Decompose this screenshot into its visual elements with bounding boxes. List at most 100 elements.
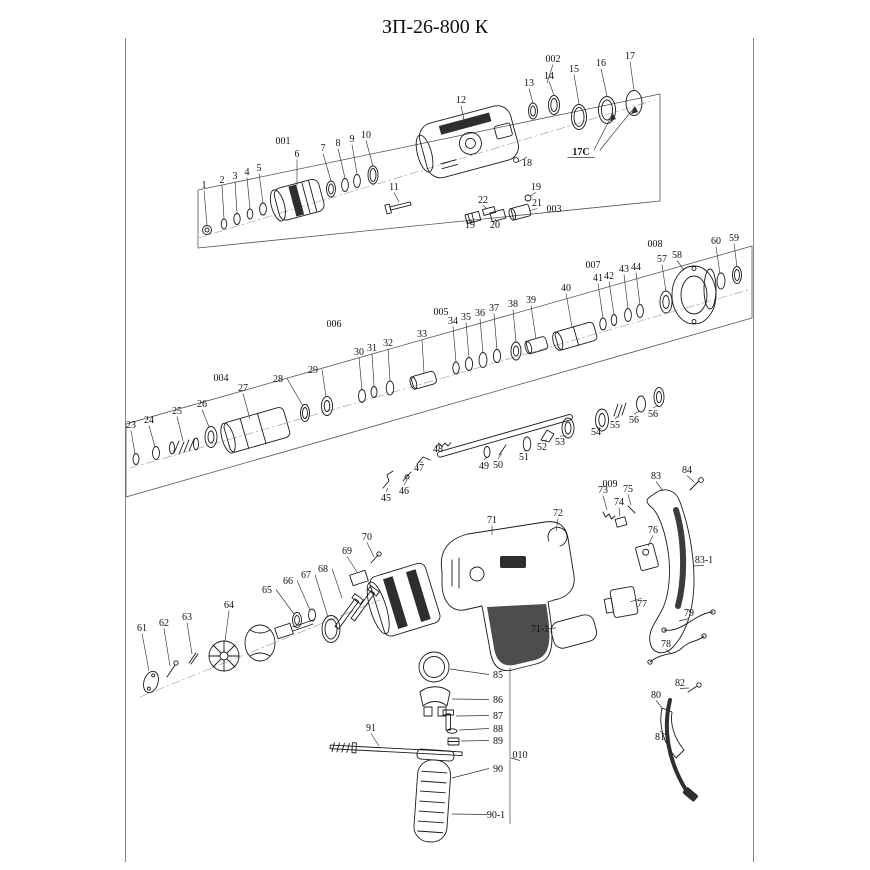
leader-line-19 <box>469 218 473 223</box>
leader-line-12 <box>460 105 465 121</box>
part-label-58: 58 <box>672 250 682 261</box>
part-label-90-1: 90-1 <box>487 810 505 821</box>
part-label-45: 45 <box>381 493 391 504</box>
part-label-64: 64 <box>224 600 234 611</box>
part-label-73: 73 <box>598 485 608 496</box>
leader-line-62 <box>163 628 171 667</box>
leader-line-63 <box>186 622 193 655</box>
leader-line-15 <box>573 74 580 105</box>
leader-line-85 <box>449 668 490 675</box>
part-label-18: 18 <box>522 158 532 169</box>
part-label-37: 37 <box>489 303 499 314</box>
part-label-16: 16 <box>596 58 606 69</box>
leader-line-24 <box>148 425 156 448</box>
leader-line-57 <box>661 264 667 293</box>
leader-line-11 <box>393 192 400 203</box>
part-label-74: 74 <box>614 497 624 508</box>
leader-line-22 <box>482 205 488 210</box>
part-label-57: 57 <box>657 254 667 265</box>
leader-line-82 <box>679 687 690 689</box>
part-label-69: 69 <box>342 546 352 557</box>
leader-line-5 <box>258 173 264 204</box>
leader-line-71-1 <box>548 627 557 629</box>
part-label-9: 9 <box>350 134 355 145</box>
part-label-78: 78 <box>661 639 671 650</box>
part-label-70: 70 <box>362 532 372 543</box>
leader-line-34 <box>452 326 457 363</box>
part-label-47: 47 <box>414 463 424 474</box>
part-label-44: 44 <box>631 262 641 273</box>
leader-line-3 <box>234 181 238 214</box>
part-label-66: 66 <box>283 576 293 587</box>
part-label-91: 91 <box>366 723 376 734</box>
leader-line-84 <box>686 475 695 483</box>
part-label-61: 61 <box>137 623 147 634</box>
leader-line-7 <box>322 153 332 182</box>
part-label-4: 4 <box>245 167 250 178</box>
leader-line-83-1 <box>692 565 705 567</box>
leader-line-50 <box>497 452 503 460</box>
leader-line-40 <box>565 293 573 328</box>
leader-line-76 <box>647 535 654 547</box>
motor-housing-part <box>440 521 598 672</box>
leader-line-19 <box>529 192 537 197</box>
part-label-002: 002 <box>546 54 561 65</box>
leader-line-54 <box>595 425 602 430</box>
part-label-32: 32 <box>383 338 393 349</box>
part-label-90: 90 <box>493 764 503 775</box>
part-label-8: 8 <box>336 138 341 149</box>
part-label-67: 67 <box>301 570 311 581</box>
leader-line-27 <box>242 393 251 420</box>
part-label-28: 28 <box>273 374 283 385</box>
armature-part <box>208 619 314 672</box>
gear-housing-part <box>415 105 519 179</box>
leader-line-9 <box>351 144 358 175</box>
part-label-88: 88 <box>493 724 503 735</box>
part-label-43: 43 <box>619 264 629 275</box>
part-label-1: 1 <box>202 180 207 191</box>
part-label-17C: 17C <box>572 147 589 158</box>
leader-line-14 <box>548 81 555 96</box>
leader-line-20 <box>494 218 498 222</box>
leader-line-86 <box>451 698 490 700</box>
part-label-82: 82 <box>675 678 685 689</box>
part-label-56: 56 <box>629 415 639 426</box>
leader-line-45 <box>385 487 389 493</box>
part-label-46: 46 <box>399 486 409 497</box>
leader-line-23 <box>130 430 136 455</box>
leader-line-38 <box>512 309 517 343</box>
leader-line-70 <box>366 542 375 558</box>
part-label-55: 55 <box>610 420 620 431</box>
leader-line-30 <box>358 357 363 391</box>
part-label-19: 19 <box>465 220 475 231</box>
part-label-54: 54 <box>591 427 601 438</box>
part-label-53: 53 <box>555 437 565 448</box>
leader-line-29 <box>321 369 327 398</box>
leader-line-74 <box>618 507 621 517</box>
part-label-29: 29 <box>308 365 318 376</box>
leader-line-18 <box>517 156 528 163</box>
leader-line-26 <box>201 409 210 428</box>
part-label-41: 41 <box>593 273 603 284</box>
part-label-40: 40 <box>561 283 571 294</box>
leader-line-1 <box>203 190 208 226</box>
leader-line-4 <box>246 177 251 210</box>
leader-line-8 <box>337 148 346 179</box>
part-label-21: 21 <box>532 198 542 209</box>
leader-line-66 <box>296 580 311 611</box>
leader-line-55 <box>614 414 620 420</box>
part-label-6: 6 <box>295 149 300 160</box>
leader-line-73 <box>602 495 608 511</box>
part-label-34: 34 <box>448 316 458 327</box>
part-label-27: 27 <box>238 383 248 394</box>
leader-line-59 <box>733 243 738 268</box>
part-label-50: 50 <box>493 460 503 471</box>
power-cord-part <box>664 698 688 792</box>
part-label-52: 52 <box>537 442 547 453</box>
part-label-24: 24 <box>144 415 154 426</box>
screw-part <box>384 201 412 215</box>
part-label-22: 22 <box>478 195 488 206</box>
leader-line-41 <box>597 283 604 319</box>
part-label-33: 33 <box>417 329 427 340</box>
